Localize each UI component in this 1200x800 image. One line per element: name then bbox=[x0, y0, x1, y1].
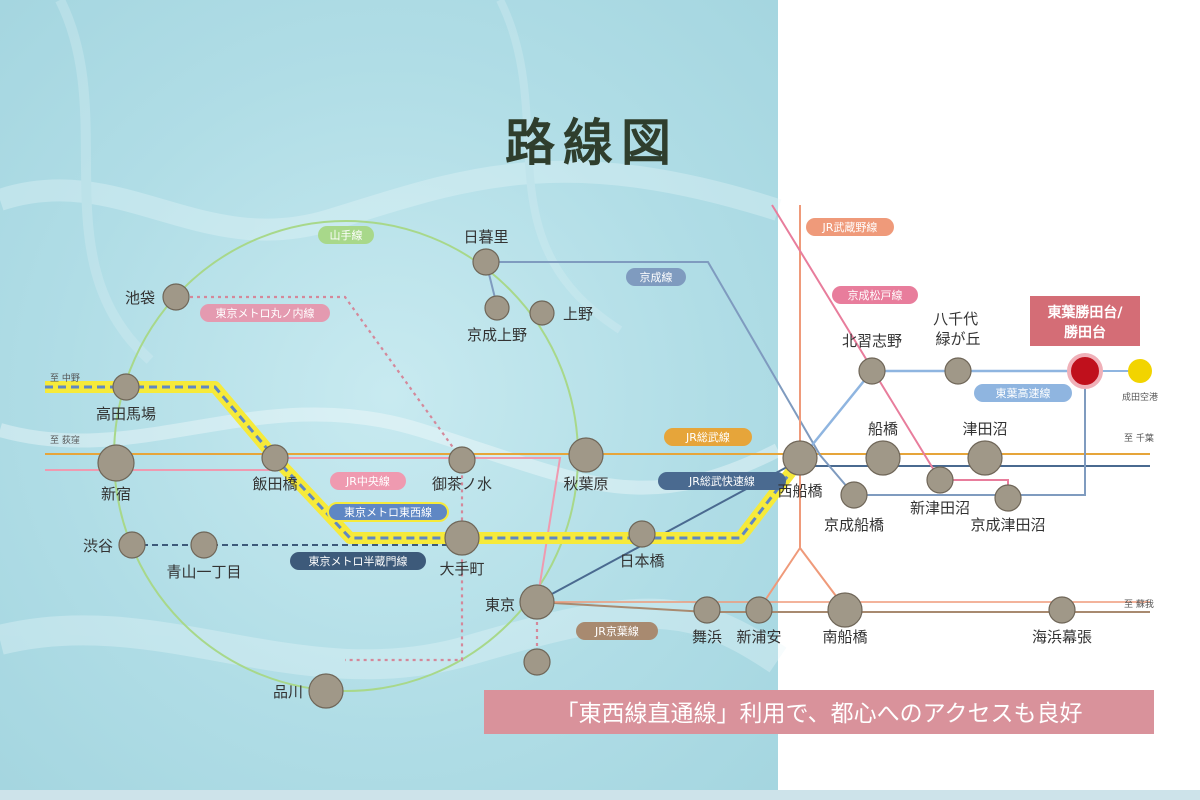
destination-box: 東葉勝田台/ 勝田台 bbox=[1030, 296, 1140, 346]
station-takadanobaba bbox=[112, 373, 140, 401]
svg-text:東京メトロ半蔵門線: 東京メトロ半蔵門線 bbox=[309, 554, 408, 568]
station-label-nihonbashi: 日本橋 bbox=[619, 552, 664, 570]
station-shintsudanuma bbox=[926, 466, 954, 494]
station-label-shibuya: 渋谷 bbox=[83, 537, 113, 555]
marble-texture bbox=[55, 0, 623, 364]
stations bbox=[97, 248, 1076, 709]
station-label-keisei-funabashi: 京成船橋 bbox=[824, 516, 884, 534]
station-iidabashi bbox=[261, 444, 289, 472]
station-label-ikebukuro: 池袋 bbox=[125, 289, 155, 307]
pill-tozai: 東京メトロ東西線 bbox=[327, 502, 449, 522]
page-title: 路線図 bbox=[505, 113, 679, 172]
banner-text: 「東西線直通線」利用で、都心へのアクセスも良好 bbox=[556, 701, 1083, 727]
station-akihabara bbox=[568, 437, 604, 473]
pill-toyo: 東葉高速線 bbox=[974, 384, 1072, 402]
station-kaihinmakuhari bbox=[1048, 596, 1076, 624]
svg-text:東葉高速線: 東葉高速線 bbox=[996, 386, 1051, 400]
station-yachiyo bbox=[944, 357, 972, 385]
station-label-narita: 成田空港 bbox=[1122, 391, 1158, 403]
pill-marunouchi: 東京メトロ丸ノ内線 bbox=[200, 304, 330, 322]
svg-text:JR総武線: JR総武線 bbox=[685, 430, 730, 444]
svg-text:東京メトロ丸ノ内線: 東京メトロ丸ノ内線 bbox=[216, 306, 315, 320]
direction-ogikubo: 至 荻窪 bbox=[50, 434, 80, 446]
station-label-maihama: 舞浜 bbox=[692, 628, 722, 646]
station-ochanomizu bbox=[448, 446, 476, 474]
direction-nakano: 至 中野 bbox=[50, 372, 80, 384]
pill-sobu: JR総武線 bbox=[664, 428, 752, 446]
station-keisei-tsudanuma bbox=[994, 484, 1022, 512]
station-label-kaihinmakuhari: 海浜幕張 bbox=[1032, 628, 1092, 646]
station-label-iidabashi: 飯田橋 bbox=[252, 475, 297, 493]
station-label-otemachi: 大手町 bbox=[439, 560, 484, 578]
station-shinurayasu bbox=[745, 596, 773, 624]
station-ueno bbox=[529, 300, 555, 326]
pill-chuo: JR中央線 bbox=[330, 472, 406, 490]
station-label-tsudanuma: 津田沼 bbox=[962, 420, 1007, 438]
station-keisei-ueno bbox=[484, 295, 510, 321]
destination-line1: 東葉勝田台/ bbox=[1047, 304, 1123, 321]
station-label-keisei-tsudanuma: 京成津田沼 bbox=[970, 516, 1045, 534]
banner: 「東西線直通線」利用で、都心へのアクセスも良好 bbox=[484, 690, 1154, 734]
station-keisei-funabashi bbox=[840, 481, 868, 509]
destination-line2: 勝田台 bbox=[1064, 324, 1106, 341]
direction-soga: 至 蘇我 bbox=[1124, 598, 1154, 610]
station-label-akihabara: 秋葉原 bbox=[563, 475, 608, 493]
svg-text:東京メトロ東西線: 東京メトロ東西線 bbox=[344, 505, 432, 519]
svg-text:JR総武快速線: JR総武快速線 bbox=[688, 474, 755, 488]
station-narita-airport bbox=[1128, 359, 1152, 383]
bottom-strip bbox=[0, 790, 1200, 800]
marunouchi-line bbox=[176, 295, 464, 662]
svg-text:京成線: 京成線 bbox=[640, 270, 673, 284]
station-shinagawa bbox=[308, 673, 344, 709]
station-ikebukuro bbox=[162, 283, 190, 311]
station-label-shintsudanuma: 新津田沼 bbox=[910, 499, 970, 517]
svg-text:京成松戸線: 京成松戸線 bbox=[848, 288, 903, 302]
station-tsudanuma bbox=[967, 440, 1003, 476]
tozai-line bbox=[45, 385, 802, 540]
station-nishifunabashi bbox=[782, 440, 818, 476]
station-label-shinurayasu: 新浦安 bbox=[736, 628, 781, 646]
pill-hanzomon: 東京メトロ半蔵門線 bbox=[290, 552, 426, 570]
pill-yamanote: 山手線 bbox=[318, 226, 374, 244]
station-label-shinagawa: 品川 bbox=[273, 683, 303, 701]
station-unnamed bbox=[523, 648, 551, 676]
station-shinjuku bbox=[97, 444, 135, 482]
station-label-nippori: 日暮里 bbox=[463, 228, 508, 246]
station-label-yachiyo: 八千代 緑が丘 bbox=[933, 310, 983, 348]
station-otemachi bbox=[444, 520, 480, 556]
station-label-keisei-ueno: 京成上野 bbox=[467, 326, 527, 344]
station-label-aoyama: 青山一丁目 bbox=[166, 563, 241, 581]
pill-keisei: 京成線 bbox=[626, 268, 686, 286]
station-nippori bbox=[472, 248, 500, 276]
pill-keiyo: JR京葉線 bbox=[576, 622, 658, 640]
svg-text:JR武蔵野線: JR武蔵野線 bbox=[822, 220, 878, 234]
svg-text:山手線: 山手線 bbox=[330, 228, 363, 242]
station-destination bbox=[1067, 353, 1103, 389]
svg-text:JR京葉線: JR京葉線 bbox=[594, 624, 639, 638]
pill-musashino: JR武蔵野線 bbox=[806, 218, 894, 236]
pill-keisei-matsudo: 京成松戸線 bbox=[832, 286, 918, 304]
pill-sobu-rapid: JR総武快速線 bbox=[658, 472, 786, 490]
station-shibuya bbox=[118, 531, 146, 559]
station-label-funabashi: 船橋 bbox=[868, 420, 898, 438]
station-label-minamifunabashi: 南船橋 bbox=[822, 628, 867, 646]
station-funabashi bbox=[865, 440, 901, 476]
station-nihonbashi bbox=[628, 520, 656, 548]
station-label-ueno: 上野 bbox=[563, 305, 593, 323]
station-label-nishifunabashi: 西船橋 bbox=[777, 482, 822, 500]
svg-text:JR中央線: JR中央線 bbox=[345, 474, 390, 488]
station-kitanarashino bbox=[858, 357, 886, 385]
station-label-kitanarashino: 北習志野 bbox=[842, 332, 902, 350]
station-minamifunabashi bbox=[827, 592, 863, 628]
station-tokyo bbox=[519, 584, 555, 620]
station-label-shinjuku: 新宿 bbox=[101, 485, 131, 503]
station-maihama bbox=[693, 596, 721, 624]
station-label-ochanomizu: 御茶ノ水 bbox=[432, 475, 492, 493]
station-label-tokyo: 東京 bbox=[485, 596, 515, 614]
station-label-takadanobaba: 高田馬場 bbox=[96, 405, 156, 423]
direction-chiba: 至 千葉 bbox=[1124, 432, 1154, 444]
station-aoyama bbox=[190, 531, 218, 559]
